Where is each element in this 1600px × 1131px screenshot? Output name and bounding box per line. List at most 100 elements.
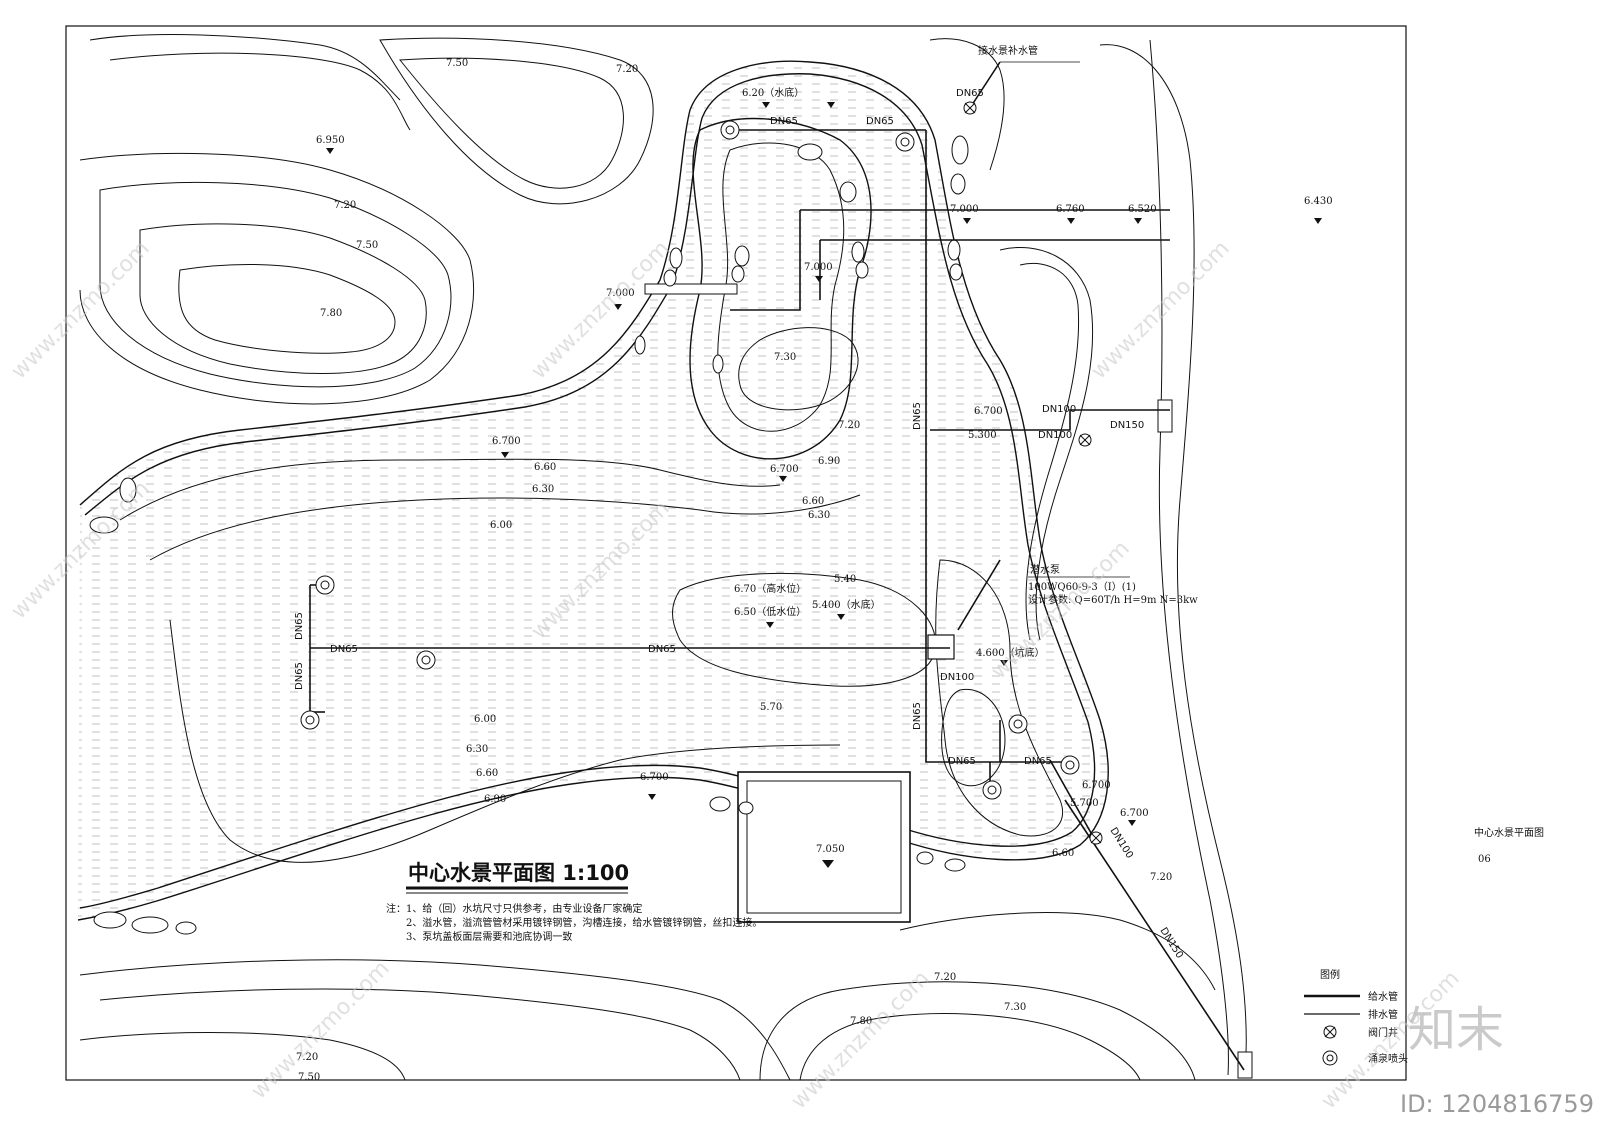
watermark-text: www.znzmo.com: [1087, 236, 1235, 384]
pipe-label: DN65: [330, 644, 358, 655]
landscape-rocks: [89, 135, 969, 935]
drawing-frame: [65, 25, 1407, 1081]
elev-label: 5.400（水底）: [812, 598, 881, 611]
note-1: 注：1、给（回）水坑尺寸只供参考，由专业设备厂家确定: [386, 902, 642, 915]
pipe-label: DN65: [956, 88, 984, 99]
pipe-label: DN100: [1042, 404, 1076, 415]
elev-label: 5.40: [834, 574, 856, 585]
elev-label: 6.60: [476, 768, 498, 779]
elev-label: 6.700: [640, 772, 669, 783]
elev-label: 5.70: [760, 702, 782, 713]
elev-label: 6.700: [492, 436, 521, 447]
elev-label: 6.30: [808, 510, 830, 521]
legend-title: 图例: [1320, 968, 1340, 981]
island-hill: [738, 327, 859, 411]
elev-label: 6.30: [532, 484, 554, 495]
outlet-structure: [1157, 399, 1173, 433]
elev-label: 4.600（坑底）: [976, 646, 1045, 659]
elev-label: 6.00: [490, 520, 512, 531]
pipe-label: DN65: [866, 116, 894, 127]
pump-box-platform: [737, 771, 911, 923]
elev-label: 6.60: [802, 496, 824, 507]
elev-label: 7.000: [950, 204, 979, 215]
elev-label: 6.50（低水位）: [734, 605, 806, 618]
land-contours: [79, 34, 1247, 1081]
legend-item-valve: 阀门井: [1368, 1026, 1398, 1039]
pipe-label: DN65: [648, 644, 676, 655]
pond-edge-outer: [77, 60, 1109, 921]
makeup-pipe-label: 接水景补水管: [978, 44, 1038, 57]
elev-label: 7.80: [320, 308, 342, 319]
pump-pit: [927, 634, 955, 660]
pipe-label: DN65: [912, 402, 923, 430]
elev-label: 7.050: [816, 844, 845, 855]
elevation-markers: [326, 102, 1322, 868]
pipe-label: DN150: [1157, 926, 1184, 961]
pump-spec: 潜水泵 100WQ60-9-3（I）(1) 设计参数: Q=60T/h H=9m…: [1028, 563, 1198, 606]
pipe-labels: DN65 DN65 DN65 DN65 DN65 DN65 DN65 DN65 …: [294, 88, 1185, 961]
watermark-brand: 知末: [1408, 1002, 1504, 1058]
watermark-text: www.znzmo.com: [247, 956, 395, 1104]
elev-label: 6.00: [474, 714, 496, 725]
pipe-label: DN65: [294, 612, 305, 640]
pump-params: 设计参数: Q=60T/h H=9m N=3kw: [1028, 593, 1198, 606]
legend-item-drain: 排水管: [1368, 1008, 1398, 1021]
elev-label: 5.300: [968, 430, 997, 441]
elev-label: 7.20: [1150, 872, 1172, 883]
note-3: 3、泵坑盖板面层需要和池底协调一致: [406, 930, 572, 943]
sheet-number: 06: [1478, 854, 1491, 865]
elev-label: 7.20: [334, 200, 356, 211]
elev-label: 6.90: [484, 794, 506, 805]
legend-item-nozzle: 涌泉喷头: [1368, 1052, 1408, 1065]
drain-outlet-box: [1237, 1051, 1253, 1079]
elev-label: 7.20: [616, 64, 638, 75]
plan-title-block: 中心水景平面图 1:100 注：1、给（回）水坑尺寸只供参考，由专业设备厂家确定…: [386, 861, 762, 943]
watermark-text: www.znzmo.com: [787, 966, 935, 1114]
elev-label: 7.000: [804, 262, 833, 273]
elev-label: 6.430: [1304, 196, 1333, 207]
legend-item-supply: 给水管: [1368, 990, 1398, 1003]
elev-label: 6.90: [818, 456, 840, 467]
elev-label: 6.70（高水位）: [734, 582, 806, 595]
pond-water-area: [78, 61, 1109, 921]
elev-label: 7.20: [296, 1052, 318, 1063]
elev-label: 7.50: [356, 240, 378, 251]
elev-label: 7.000: [606, 288, 635, 299]
elev-label: 7.80: [850, 1016, 872, 1027]
elev-label: 6.700: [1120, 808, 1149, 819]
elev-label: 6.700: [974, 406, 1003, 417]
elev-label: 6.20（水底）: [742, 86, 804, 99]
side-title: 中心水景平面图: [1474, 826, 1544, 839]
fountain-nozzles: [300, 120, 1080, 800]
pipe-label: DN65: [770, 116, 798, 127]
pipe-label: DN100: [1107, 826, 1134, 861]
pipe-label: DN150: [1110, 420, 1144, 431]
note-2: 2、溢水管，溢流管管材采用镀锌钢管，沟槽连接，给水管镀锌钢管，丝扣连接。: [406, 916, 762, 929]
elev-label: 6.60: [1052, 848, 1074, 859]
elev-label: 7.20: [934, 972, 956, 983]
pipe-label: DN65: [912, 702, 923, 730]
pipe-label: DN65: [294, 662, 305, 690]
elev-label: 6.60: [534, 462, 556, 473]
elev-label: 7.30: [774, 352, 796, 363]
elev-label: 7.20: [838, 420, 860, 431]
elev-label: 6.760: [1056, 204, 1085, 215]
pipe-label: DN100: [1038, 430, 1072, 441]
pipe-label: DN65: [1024, 756, 1052, 767]
pipe-label: DN100: [940, 672, 974, 683]
watermark-text: www.znzmo.com: [7, 236, 155, 384]
pump-box-inner: [746, 780, 902, 914]
pump-model: 100WQ60-9-3（I）(1): [1028, 581, 1136, 593]
elev-label: 7.30: [1004, 1002, 1026, 1013]
legend: 图例 给水管 排水管 阀门井 涌泉喷头: [1304, 968, 1408, 1066]
elev-label: 5.700: [1070, 798, 1099, 809]
elev-label: 7.50: [298, 1072, 320, 1083]
watermark-id: ID: 1204816759: [1400, 1090, 1594, 1118]
bridge-deck: [644, 283, 738, 295]
elev-label: 6.30: [466, 744, 488, 755]
elev-label: 6.700: [770, 464, 799, 475]
supply-pipe-network: [309, 61, 1245, 1071]
valve-wells: [963, 101, 1103, 845]
pipe-label: DN65: [948, 756, 976, 767]
